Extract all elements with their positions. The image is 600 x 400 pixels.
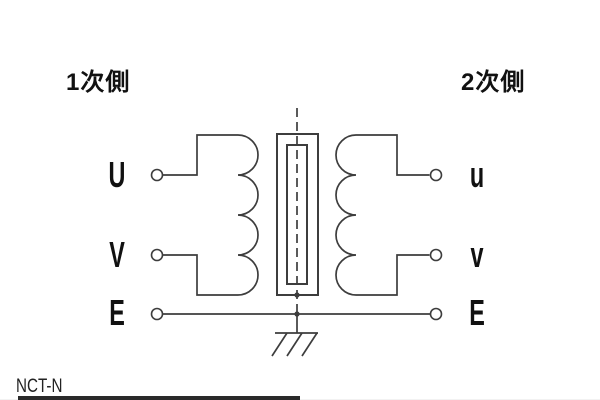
terminal-u [429, 168, 443, 182]
bottom-edge-bar [18, 396, 300, 400]
terminal-label-E-secondary: E [469, 292, 485, 333]
terminal-E-primary [150, 307, 164, 321]
secondary-side-label: 2次側 [461, 69, 526, 96]
primary-winding [162, 134, 259, 296]
terminal-label-V: V [109, 234, 125, 275]
terminal-E-secondary [429, 307, 443, 321]
secondary-winding [335, 134, 430, 296]
core-inner-rect [286, 144, 308, 285]
terminal-label-U: U [108, 154, 126, 195]
terminal-U [150, 168, 164, 182]
terminal-V [150, 248, 164, 262]
primary-side-label: 1次側 [66, 69, 131, 96]
terminal-v [429, 248, 443, 262]
terminal-label-v: v [470, 234, 484, 275]
diagram-caption: NCT-N [16, 376, 63, 397]
terminal-label-E-primary: E [109, 292, 125, 333]
earth-ground-icon [271, 314, 318, 357]
core-junction-dot [294, 292, 300, 298]
terminal-label-u: u [469, 154, 485, 195]
